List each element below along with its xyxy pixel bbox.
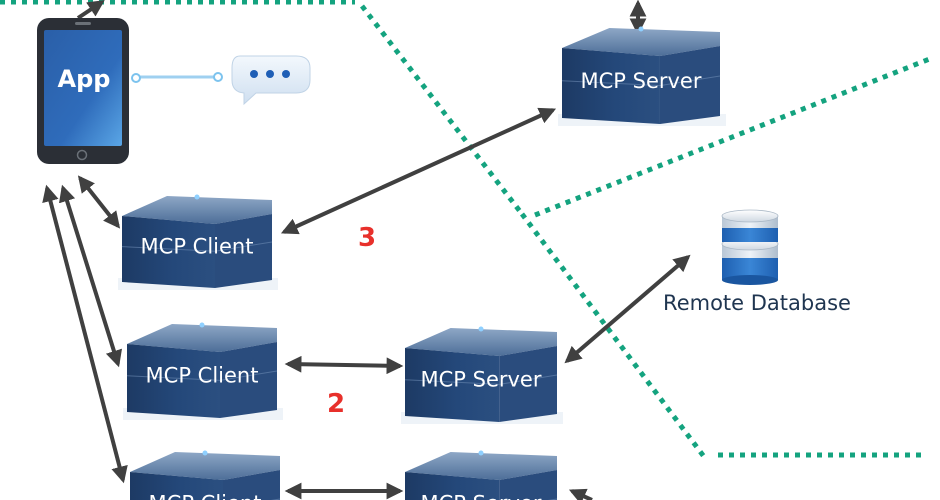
node-top-face [127, 324, 277, 352]
arrow-client1-server-top [280, 107, 557, 235]
node-seam [126, 370, 278, 381]
remote-database-label: Remote Database [663, 291, 851, 315]
node-front-face [130, 472, 223, 500]
node-side-face [499, 346, 557, 422]
node-top-face [122, 196, 272, 224]
mcp-server-label: MCP Server [421, 368, 542, 392]
arrow-server3-right [568, 488, 593, 500]
arrow-server2-database [564, 254, 691, 364]
node-front-face [405, 348, 500, 422]
app-label: App [58, 65, 111, 93]
chat-connector [131, 72, 223, 83]
connections [42, 0, 691, 500]
mcp-server-node[interactable]: MCP Server [401, 326, 563, 425]
node-side-face [499, 470, 557, 500]
node-front-face [122, 216, 215, 288]
boundary-line-upper-right [534, 55, 933, 218]
mcp-server-label: MCP Server [421, 492, 542, 500]
node-port-dot [194, 194, 200, 200]
node-port-dot [202, 450, 208, 456]
database-icon [721, 209, 779, 285]
node-seam [561, 75, 721, 87]
node-port-dot [478, 326, 484, 332]
node-front-face [562, 48, 660, 124]
mcp-client-node[interactable]: MCP Client [123, 322, 283, 421]
node-front-face [405, 472, 500, 500]
boundary-line-diagonal-lower [520, 212, 707, 460]
node-port-dot [638, 26, 644, 32]
bubble-dot [282, 70, 290, 78]
smartphone-icon [37, 18, 129, 164]
mcp-client-node[interactable]: MCP Client [126, 450, 286, 500]
arrow-app-client1 [77, 175, 121, 229]
chat-bubble-icon [231, 55, 311, 106]
mcp-client-label: MCP Client [141, 235, 254, 259]
node-port-dot [478, 450, 484, 456]
node-side-face [659, 46, 720, 124]
mcp-server-label: MCP Server [581, 69, 702, 93]
bubble-dot [266, 70, 274, 78]
node-seam [121, 241, 273, 252]
app-phone[interactable]: App [37, 18, 129, 164]
node-top-face [405, 328, 557, 356]
arrow-app-to-top [76, 0, 105, 20]
node-side-face [215, 214, 272, 288]
mcp-client-label: MCP Client [149, 492, 262, 500]
mcp-server-node[interactable]: MCP Server [558, 26, 726, 127]
node-front-face [127, 344, 220, 418]
bubble-dot [250, 70, 258, 78]
node-top-face [130, 452, 280, 480]
node-top-face [405, 452, 557, 480]
node-top-face [562, 28, 720, 56]
node-side-face [223, 470, 280, 500]
node-side-face [220, 342, 277, 418]
connection-number-3: 3 [358, 223, 376, 253]
arrow-client2-server2 [284, 355, 404, 375]
remote-database[interactable]: Remote Database [663, 209, 851, 315]
connection-number-2: 2 [327, 389, 345, 419]
mcp-server-node[interactable]: MCP Server [401, 450, 563, 500]
node-seam [404, 374, 558, 385]
mcp-client-label: MCP Client [146, 364, 259, 388]
mcp-client-node[interactable]: MCP Client [118, 194, 278, 291]
boundary-line-diagonal [360, 4, 524, 216]
arrow-app-client3 [42, 184, 128, 484]
trust-boundary-lines [0, 0, 933, 460]
node-port-dot [199, 322, 205, 328]
